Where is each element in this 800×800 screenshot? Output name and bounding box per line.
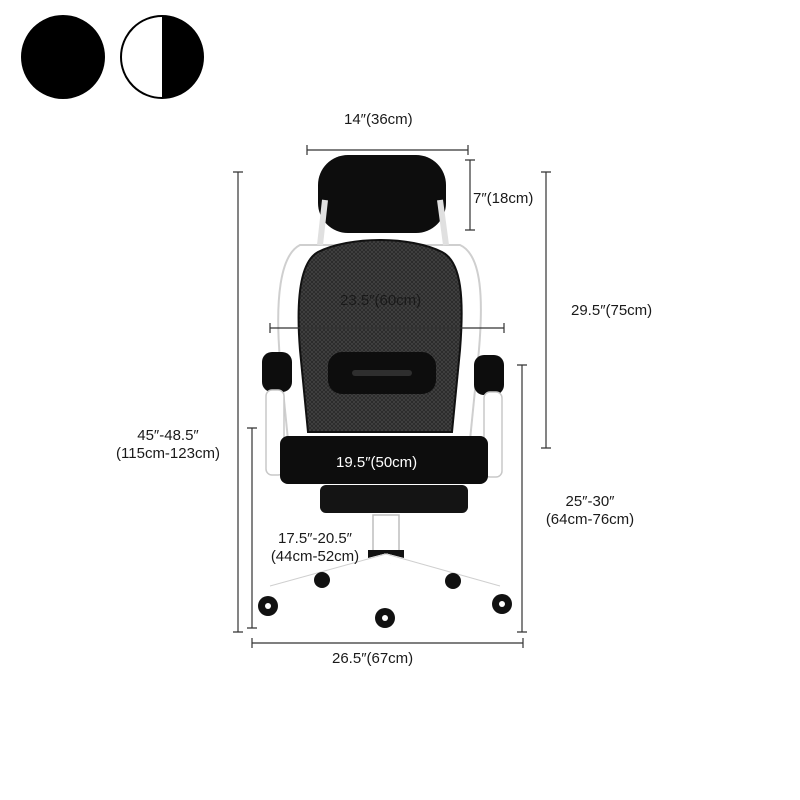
dimension-lines	[233, 145, 551, 648]
armrest-height-label-line2: (64cm-76cm)	[545, 511, 635, 528]
seat-cushion	[280, 436, 488, 484]
back-width-label: 23.5″(60cm)	[340, 292, 422, 309]
headrest	[318, 155, 446, 233]
headrest-height-label: 7″(18cm)	[473, 190, 534, 207]
color-option-black[interactable]	[21, 15, 105, 99]
footrest	[320, 485, 468, 513]
armrest-height-label-line1: 25″-30″	[565, 493, 615, 510]
overall-height-label-line1: 45″-48.5″	[137, 427, 199, 444]
back-height-label: 29.5″(75cm)	[571, 302, 653, 319]
gas-lift	[372, 514, 400, 556]
seat-height-label-line1: 17.5″-20.5″	[277, 530, 352, 547]
left-armrest-pad	[262, 352, 292, 392]
overall-height-label-line2: (115cm-123cm)	[116, 445, 220, 462]
star-base	[265, 553, 505, 610]
headrest-width-label: 14″(36cm)	[344, 111, 413, 128]
seat-width-label: 19.5″(50cm)	[336, 454, 418, 471]
right-armrest-pad	[474, 355, 504, 395]
base-width-label: 26.5″(67cm)	[332, 650, 414, 667]
casters	[258, 572, 512, 628]
seat-height-label-line2: (44cm-52cm)	[270, 548, 360, 565]
color-option-black-white[interactable]	[120, 15, 204, 99]
mesh-backrest	[297, 239, 463, 433]
